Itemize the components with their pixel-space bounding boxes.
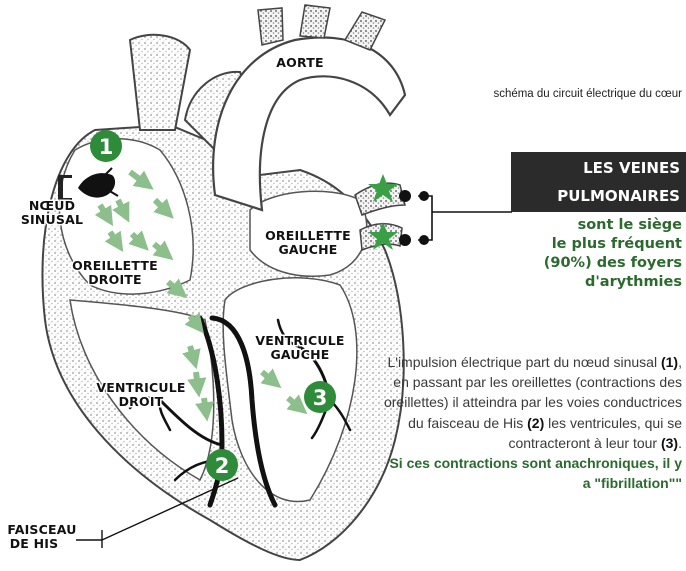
desc-part-1: L'impulsion électrique part du nœud sinu…	[387, 354, 661, 370]
label-od-line2: DROITE	[88, 272, 142, 287]
aorta-branch-1	[258, 8, 283, 45]
label-vd-line2: DROIT	[119, 394, 164, 409]
aorta-branch-2	[300, 5, 330, 38]
label-faisceau-line1: FAISCEAU	[7, 522, 76, 537]
veines-title-line1: LES VEINES	[511, 154, 680, 182]
veines-sub-line3: (90%) des foyers	[470, 254, 682, 273]
desc-ref-3: (3)	[661, 435, 678, 451]
svg-text:2: 2	[215, 454, 230, 478]
veines-sub-line2: le plus fréquent	[470, 235, 682, 254]
label-vg-line2: GAUCHE	[270, 347, 329, 362]
veines-title-box: LES VEINES PULMONAIRES	[511, 152, 686, 212]
veines-sub-line4: d'arythmies	[470, 273, 682, 292]
label-og-line1: OREILLETTE	[265, 228, 351, 243]
veines-sub-line1: sont le siège	[470, 216, 682, 235]
label-aorte: AORTE	[276, 55, 323, 70]
description-paragraph: L'impulsion électrique part du nœud sinu…	[380, 352, 682, 493]
label-noeud-line2: SINUSAL	[21, 212, 83, 227]
marker-2: 2	[206, 449, 238, 481]
label-vg-line1: VENTRICULE	[255, 333, 344, 348]
label-vd-line1: VENTRICULE	[96, 380, 185, 395]
marker-1: 1	[90, 130, 122, 162]
desc-part-4: .	[678, 435, 682, 451]
marker-3: 3	[304, 381, 336, 413]
svg-text:1: 1	[99, 135, 114, 159]
label-od-line1: OREILLETTE	[72, 258, 158, 273]
vena-cava	[130, 35, 190, 130]
veines-title-line2: PULMONAIRES	[511, 182, 680, 210]
label-faisceau-line2: DE HIS	[10, 536, 59, 551]
label-og-line2: GAUCHE	[278, 242, 337, 257]
diagram-caption: schéma du circuit électrique du cœur	[400, 88, 682, 100]
desc-ref-1: (1)	[661, 354, 678, 370]
label-noeud-line1: NŒUD	[29, 198, 75, 213]
fibrillation-warning: Si ces contractions sont anachroniques, …	[380, 453, 682, 493]
desc-ref-2: (2)	[527, 415, 544, 431]
veines-subtitle: sont le siège le plus fréquent (90%) des…	[470, 216, 682, 292]
svg-text:3: 3	[313, 386, 328, 410]
